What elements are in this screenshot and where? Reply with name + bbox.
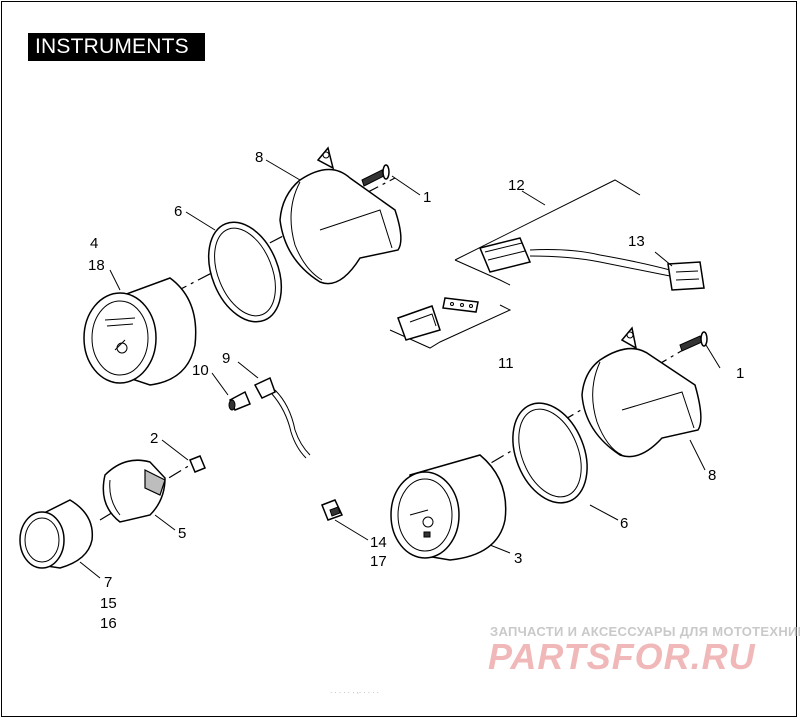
connector-part-14: [321, 499, 344, 521]
callout-2: 2: [150, 430, 158, 447]
leader-lines: [79, 159, 721, 579]
bracket-part-5: [102, 459, 166, 523]
callout-8-lower: 8: [708, 467, 716, 484]
callout-12: 12: [508, 177, 525, 194]
callout-5: 5: [178, 525, 186, 542]
screw-upper-part-1: [361, 164, 390, 187]
small-gauge-part-7: [19, 499, 94, 569]
page-title: INSTRUMENTS: [28, 33, 205, 61]
callout-8-upper: 8: [255, 149, 263, 166]
nut-part-2: [189, 455, 206, 473]
callout-14: 14: [370, 534, 387, 551]
footer-text: . . . . . . ,. . . . .: [330, 686, 379, 695]
callout-18: 18: [88, 257, 105, 274]
callout-6-lower: 6: [620, 515, 628, 532]
callout-7: 7: [104, 574, 112, 591]
callout-1-lower: 1: [736, 365, 744, 382]
callout-1-upper: 1: [423, 189, 431, 206]
callout-13: 13: [628, 233, 645, 250]
speedometer-part-4: [83, 277, 197, 386]
screw-lower-part-1: [679, 331, 708, 352]
watermark-tagline: ЗАПЧАСТИ И АКСЕССУАРЫ ДЛЯ МОТОТЕХНИКИ: [490, 624, 800, 639]
callout-11: 11: [498, 355, 514, 372]
shroud-upper-part-8: [279, 146, 402, 285]
sensor-part-9: [253, 376, 311, 459]
tachometer-part-3: [390, 454, 507, 561]
fuse-group-part-11: [389, 297, 512, 349]
watermark-logo-text: PARTSFOR.RU: [488, 636, 756, 677]
callout-16: 16: [100, 615, 117, 632]
callout-4: 4: [90, 235, 98, 252]
shroud-lower-part-8: [581, 326, 702, 458]
callout-9: 9: [222, 350, 230, 367]
callout-3: 3: [514, 550, 522, 567]
harness-group-part-12: [454, 179, 705, 291]
callout-15: 15: [100, 595, 117, 612]
plug-part-10: [228, 390, 251, 411]
ring-upper-part-6: [207, 221, 283, 323]
callout-6-upper: 6: [174, 203, 182, 220]
callout-17: 17: [370, 553, 387, 570]
ring-lower-part-6: [512, 402, 588, 504]
callout-10: 10: [192, 362, 209, 379]
